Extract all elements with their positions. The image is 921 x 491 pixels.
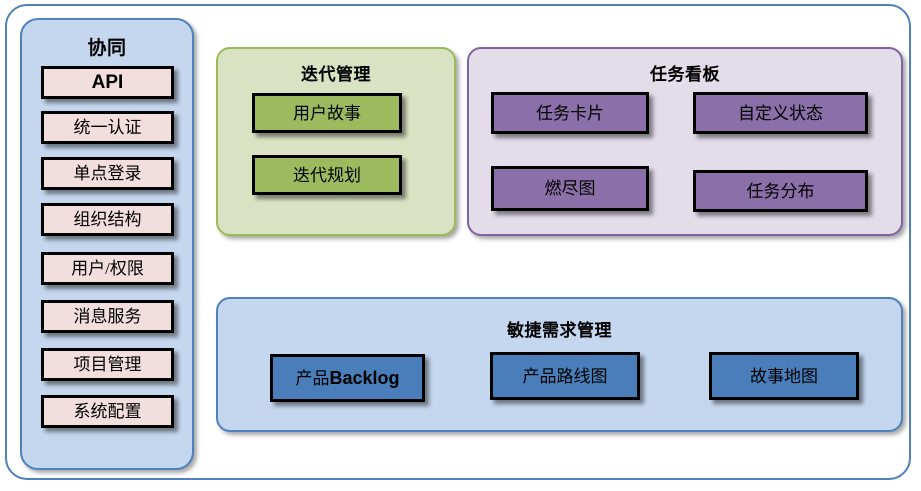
panel-collaboration-title: 协同 [87, 38, 127, 59]
agile-item-product-backlog-prefix: 产品 [295, 368, 330, 388]
collab-item-sso[interactable]: 单点登录 [41, 157, 174, 190]
iteration-item-iteration-planning[interactable]: 迭代规划 [252, 155, 402, 195]
panel-agile-title: 敏捷需求管理 [507, 321, 612, 340]
iteration-item-user-story[interactable]: 用户故事 [252, 93, 402, 133]
agile-item-product-roadmap[interactable]: 产品路线图 [490, 352, 640, 400]
collab-item-project-management[interactable]: 项目管理 [41, 348, 174, 381]
outer-frame [5, 4, 911, 480]
panel-task-board-title: 任务看板 [650, 65, 720, 84]
taskboard-item-task-distribution[interactable]: 任务分布 [693, 170, 868, 212]
collab-item-user-permission[interactable]: 用户/权限 [41, 252, 174, 285]
taskboard-item-burndown-chart[interactable]: 燃尽图 [491, 166, 649, 211]
agile-item-story-map[interactable]: 故事地图 [709, 352, 859, 400]
collab-item-api[interactable]: API [41, 66, 174, 99]
taskboard-item-custom-status[interactable]: 自定义状态 [693, 92, 868, 134]
panel-iteration-management[interactable]: 迭代管理 [216, 47, 456, 236]
agile-item-product-backlog-bold: Backlog [329, 368, 400, 388]
collab-item-org-structure[interactable]: 组织结构 [41, 203, 174, 236]
taskboard-item-task-card[interactable]: 任务卡片 [491, 92, 649, 134]
collab-item-unified-auth[interactable]: 统一认证 [41, 111, 174, 144]
collab-item-message-service[interactable]: 消息服务 [41, 300, 174, 333]
collab-item-system-config[interactable]: 系统配置 [41, 395, 174, 428]
panel-iteration-title: 迭代管理 [301, 65, 371, 84]
